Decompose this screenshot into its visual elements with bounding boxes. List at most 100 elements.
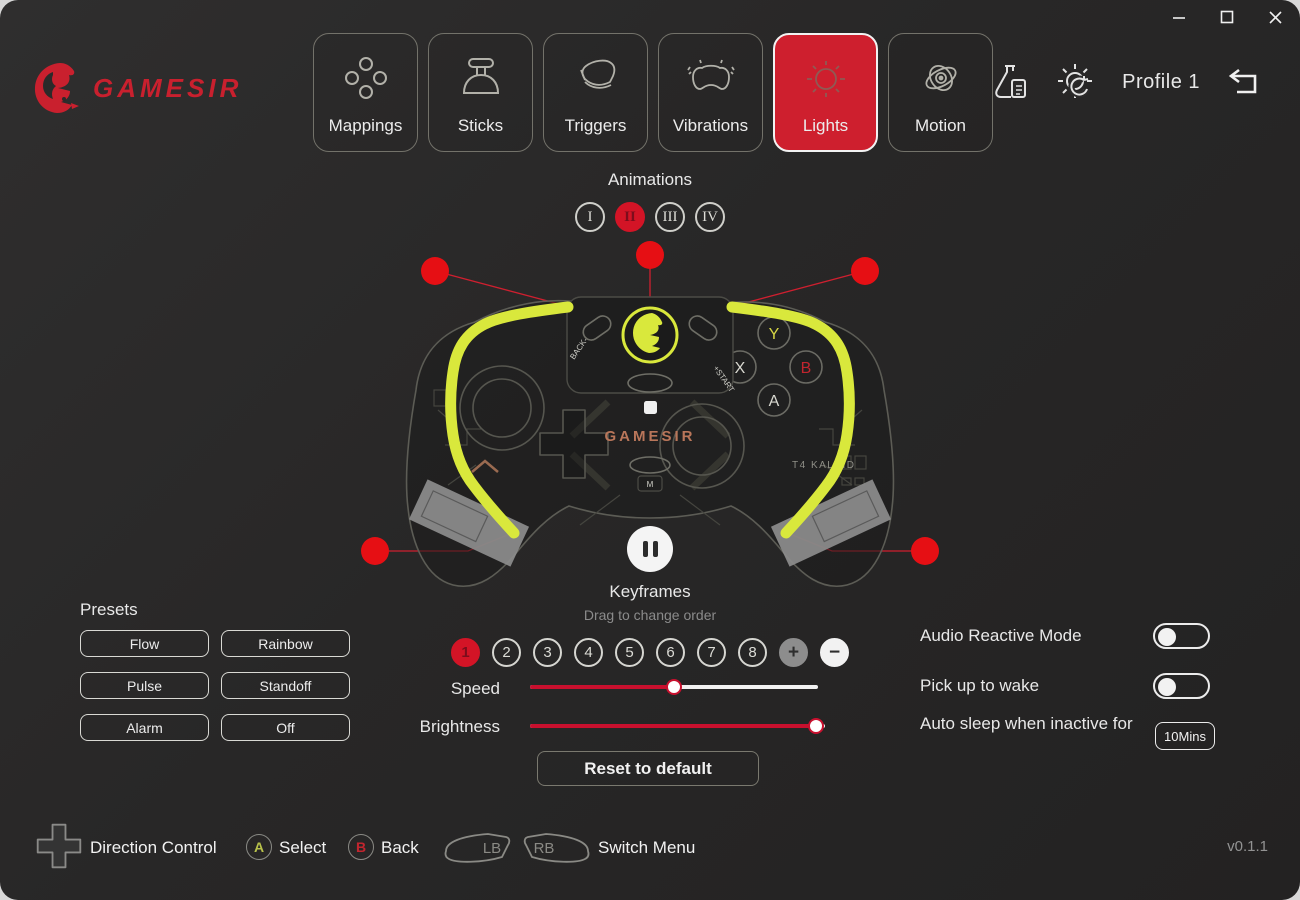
profile-name[interactable]: Profile 1 bbox=[1122, 70, 1200, 93]
animation-option-1[interactable]: I bbox=[575, 202, 605, 232]
model-text: T4 KALEID bbox=[792, 460, 856, 471]
close-icon[interactable] bbox=[1264, 6, 1286, 28]
remove-keyframe-button[interactable]: − bbox=[820, 638, 849, 667]
tab-triggers[interactable]: Triggers bbox=[543, 33, 648, 152]
animation-selector: I II III IV bbox=[0, 202, 1300, 232]
start-button bbox=[688, 315, 718, 341]
tab-label: Sticks bbox=[457, 116, 504, 135]
preset-standoff-button[interactable]: Standoff bbox=[221, 672, 350, 699]
svg-text:LB: LB bbox=[483, 840, 501, 857]
a-button-icon: A bbox=[246, 834, 272, 860]
controller-preview: Y X B A BACK- +START GAMESIR M T4 KALEID bbox=[361, 241, 939, 587]
select-label: Select bbox=[279, 838, 327, 857]
lb-bumper-icon: LB bbox=[444, 833, 511, 863]
gyroscope-icon bbox=[917, 50, 965, 106]
right-stick bbox=[659, 403, 745, 489]
preset-off-button[interactable]: Off bbox=[221, 714, 350, 741]
sun-icon bbox=[802, 50, 850, 106]
x-button-label: X bbox=[735, 360, 746, 377]
m-tab bbox=[637, 475, 663, 492]
keyframes-title: Keyframes bbox=[609, 582, 691, 601]
minimize-icon[interactable] bbox=[1168, 6, 1190, 28]
brand-logo: GAMESIR bbox=[33, 62, 242, 114]
button-cluster-icon bbox=[342, 50, 390, 106]
gear-sync-icon[interactable] bbox=[1056, 62, 1096, 102]
rb-bumper-icon: RB bbox=[523, 833, 590, 863]
preset-flow-button[interactable]: Flow bbox=[80, 630, 209, 657]
tab-label: Vibrations bbox=[672, 116, 749, 135]
tab-label: Lights bbox=[802, 116, 849, 135]
keyframe-7[interactable]: 7 bbox=[697, 638, 726, 667]
version-label: v0.1.1 bbox=[1227, 838, 1268, 855]
return-icon[interactable] bbox=[1226, 66, 1260, 98]
profile-area: Profile 1 bbox=[992, 62, 1260, 102]
left-stick bbox=[459, 365, 545, 451]
tab-motion[interactable]: Motion bbox=[888, 33, 993, 152]
back-label: Back bbox=[381, 838, 419, 857]
keyframe-1[interactable]: 1 bbox=[451, 638, 480, 667]
controller-brand-text: GAMESIR bbox=[604, 428, 695, 445]
screenshot-button bbox=[644, 401, 657, 414]
vibration-gamepad-icon bbox=[686, 50, 735, 106]
brightness-label: Brightness bbox=[419, 717, 500, 736]
b-button-icon: B bbox=[348, 834, 374, 860]
keyframe-3[interactable]: 3 bbox=[533, 638, 562, 667]
svg-text:RB: RB bbox=[534, 840, 555, 857]
reset-to-default-button[interactable]: Reset to default bbox=[537, 751, 759, 786]
gamesir-bird-icon bbox=[34, 63, 79, 113]
switch-menu-label: Switch Menu bbox=[598, 838, 696, 857]
keyframes-subtitle: Drag to change order bbox=[583, 607, 717, 623]
pick-up-wake-toggle[interactable] bbox=[1153, 673, 1210, 699]
tab-sticks[interactable]: Sticks bbox=[428, 33, 533, 152]
dpad-icon bbox=[36, 823, 82, 869]
speed-slider[interactable] bbox=[530, 679, 818, 695]
keyframe-4[interactable]: 4 bbox=[574, 638, 603, 667]
keyframe-5[interactable]: 5 bbox=[615, 638, 644, 667]
tab-mappings[interactable]: Mappings bbox=[313, 33, 418, 152]
speed-slider-thumb[interactable] bbox=[666, 679, 682, 695]
keyframe-6[interactable]: 6 bbox=[656, 638, 685, 667]
keyframes-row: 1 2 3 4 5 6 7 8 + − bbox=[0, 638, 1300, 667]
y-button-label: Y bbox=[769, 326, 780, 343]
m-label: M bbox=[647, 480, 654, 489]
tab-label: Mappings bbox=[328, 116, 403, 135]
tab-label: Motion bbox=[914, 116, 967, 135]
main-nav: Mappings Sticks Triggers bbox=[313, 33, 993, 152]
tab-lights[interactable]: Lights bbox=[773, 33, 878, 152]
tab-vibrations[interactable]: Vibrations bbox=[658, 33, 763, 152]
speed-label: Speed bbox=[450, 679, 500, 698]
center-x-pattern bbox=[569, 399, 731, 491]
face-buttons bbox=[723, 316, 823, 417]
led-light-strips bbox=[445, 301, 855, 539]
brightness-slider-thumb[interactable] bbox=[808, 718, 825, 734]
add-keyframe-button[interactable]: + bbox=[779, 638, 808, 667]
preset-rainbow-button[interactable]: Rainbow bbox=[221, 630, 350, 657]
home-button bbox=[627, 373, 673, 393]
animation-option-3[interactable]: III bbox=[655, 202, 685, 232]
brand-wordmark: GAMESIR bbox=[93, 72, 243, 103]
maximize-icon[interactable] bbox=[1216, 6, 1238, 28]
preset-alarm-button[interactable]: Alarm bbox=[80, 714, 209, 741]
m-button bbox=[629, 456, 671, 474]
tab-label: Triggers bbox=[564, 116, 627, 135]
pause-button[interactable] bbox=[627, 526, 673, 572]
animations-title: Animations bbox=[607, 170, 693, 189]
presets-grid: Flow Rainbow Pulse Standoff Alarm Off bbox=[80, 630, 350, 741]
animation-option-2[interactable]: II bbox=[615, 202, 645, 232]
a-button-label: A bbox=[769, 393, 780, 410]
firmware-test-icon[interactable] bbox=[992, 62, 1030, 102]
brightness-slider[interactable] bbox=[530, 718, 825, 734]
keyframe-8[interactable]: 8 bbox=[738, 638, 767, 667]
audio-reactive-toggle[interactable] bbox=[1153, 623, 1210, 649]
auto-sleep-label: Auto sleep when inactive for bbox=[920, 714, 1133, 733]
presets-title: Presets bbox=[80, 600, 138, 619]
animation-option-4[interactable]: IV bbox=[695, 202, 725, 232]
audio-reactive-label: Audio Reactive Mode bbox=[920, 626, 1082, 645]
auto-sleep-duration-button[interactable]: 10Mins bbox=[1155, 722, 1215, 750]
preset-pulse-button[interactable]: Pulse bbox=[80, 672, 209, 699]
keyframe-markers[interactable] bbox=[361, 241, 939, 565]
chevron-decoration bbox=[471, 459, 499, 473]
keyframe-2[interactable]: 2 bbox=[492, 638, 521, 667]
window-controls bbox=[1168, 6, 1286, 28]
